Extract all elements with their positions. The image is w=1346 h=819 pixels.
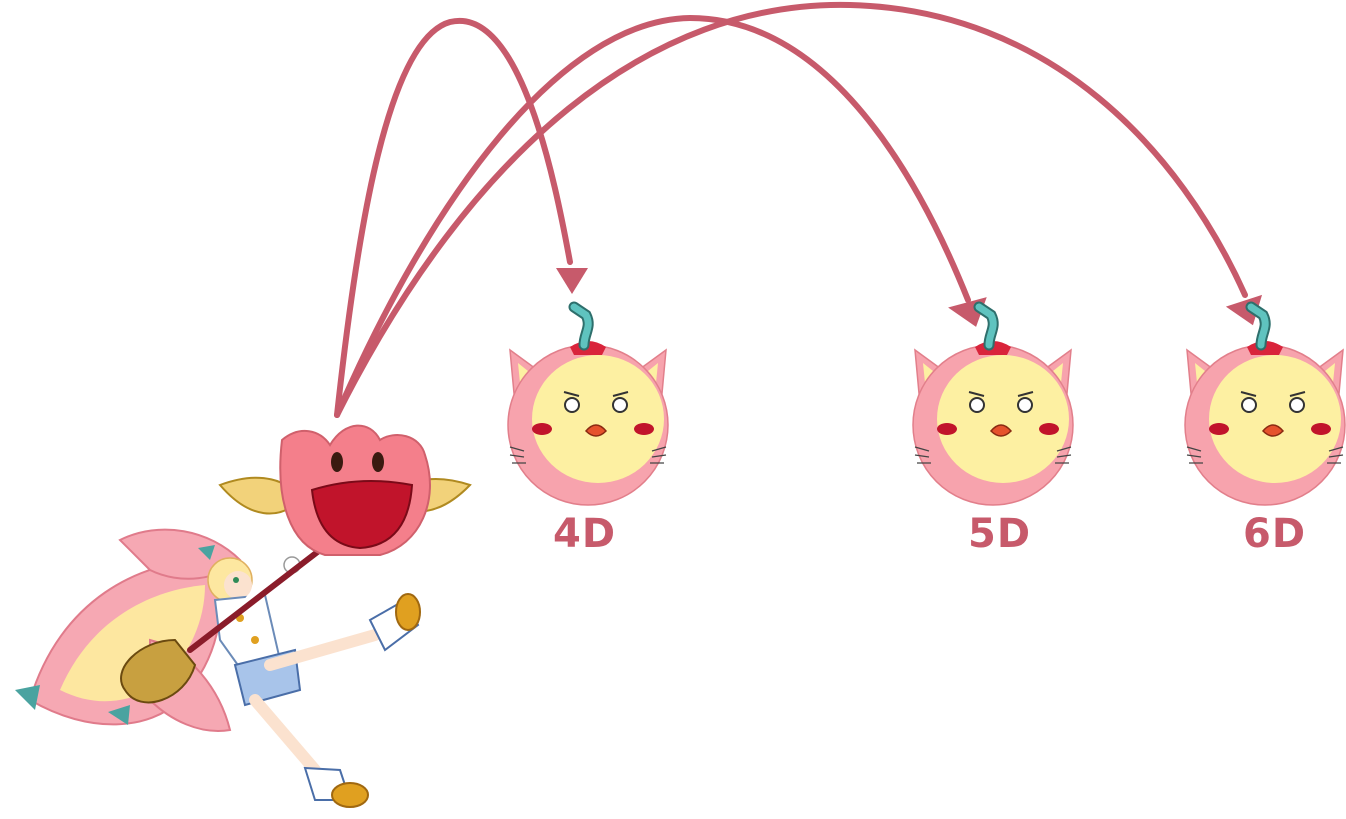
flower-launcher-icon <box>218 424 472 556</box>
arrow-to-6d <box>334 1 1248 418</box>
trajectory-arrows <box>334 1 1263 418</box>
target-label-5d: 5D <box>968 511 1032 557</box>
arrow-to-5d <box>334 14 971 418</box>
arrow-to-4d <box>334 17 573 418</box>
cat-fruit-projectile-icon <box>913 307 1073 505</box>
target-label-4d: 4D <box>553 511 617 557</box>
cat-fruit-projectile-icon <box>1185 307 1345 505</box>
target-label-6d: 6D <box>1243 511 1307 557</box>
cat-fruit-projectile-icon <box>508 307 668 505</box>
arrowhead-4d <box>556 268 588 294</box>
magical-girl-character-icon <box>15 528 421 808</box>
